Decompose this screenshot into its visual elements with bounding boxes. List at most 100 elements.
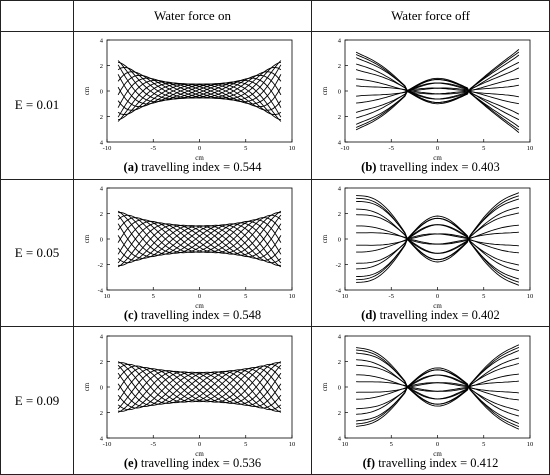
wave-snapshot-line: [356, 381, 519, 394]
caption-f: (f) travelling index = 0.412: [312, 456, 549, 471]
caption-c-text: travelling index = 0.548: [137, 307, 262, 322]
x-tick-label: 0: [198, 293, 201, 300]
caption-a-letter: (a): [123, 160, 139, 175]
x-tick-label: 5: [482, 441, 485, 448]
wave-snapshot-line: [117, 219, 282, 253]
wave-snapshot-line: [355, 79, 520, 128]
y-tick-label: 0: [338, 384, 341, 391]
y-tick-label: 2: [338, 410, 341, 417]
wave-snapshot-line: [117, 60, 282, 121]
wave-snapshot-line: [355, 51, 520, 104]
caption-d-letter: (d): [361, 307, 377, 322]
wave-snapshot-line: [355, 82, 520, 115]
wave-snapshot-line: [356, 217, 520, 283]
wave-snapshot-line: [356, 224, 519, 272]
y-tick-label: -4: [336, 287, 342, 294]
y-tick-label: 4: [100, 435, 104, 442]
x-tick-label: 10: [527, 441, 534, 448]
y-tick-label: 4: [338, 140, 342, 147]
wave-snapshot-line: [117, 217, 282, 255]
wave-snapshot-line: [117, 371, 282, 407]
x-tick-label: -5: [389, 145, 394, 152]
wave-snapshot-line: [356, 373, 519, 392]
y-tick-label: 4: [338, 435, 342, 442]
x-axis-label: cm: [195, 302, 204, 310]
caption-b-text: travelling index = 0.403: [376, 160, 500, 175]
x-tick-label: 0: [436, 441, 439, 448]
wave-snapshot-line: [117, 214, 282, 264]
wave-snapshot-line: [356, 362, 520, 400]
wave-snapshot-line: [117, 371, 282, 409]
y-tick-label: 2: [100, 211, 103, 218]
wave-snapshot-line: [117, 71, 282, 109]
x-tick-label: -10: [341, 145, 350, 152]
x-tick-label: -5: [151, 441, 156, 448]
wave-snapshot-line: [117, 214, 282, 264]
x-axis-label: cm: [433, 450, 442, 458]
plot-frame: [344, 39, 531, 143]
y-tick-label: 4: [100, 140, 104, 147]
row-label: E = 0.01: [0, 31, 74, 180]
y-tick-label: 0: [100, 236, 103, 243]
y-tick-label: 2: [338, 63, 341, 70]
wave-snapshot-line: [117, 363, 282, 409]
y-tick-label: 2: [338, 211, 341, 218]
row-label: E = 0.05: [0, 178, 74, 328]
x-tick-label: 5: [482, 145, 485, 152]
wave-snapshot-line: [356, 367, 520, 430]
wave-snapshot-line: [356, 87, 519, 105]
plot-frame: [106, 187, 293, 291]
y-axis-label: cm: [83, 87, 91, 96]
wave-snapshot-line: [355, 62, 520, 100]
x-tick-label: 10: [342, 441, 349, 448]
wave-snapshot-line: [356, 195, 520, 261]
caption-f-letter: (f): [362, 455, 376, 470]
y-axis-label: cm: [321, 87, 329, 96]
wave-snapshot-line: [117, 75, 282, 99]
plot-frame: [106, 39, 293, 143]
y-tick-label: 4: [100, 333, 104, 340]
y-tick-label: 4: [338, 333, 342, 340]
y-tick-label: 4: [100, 185, 104, 192]
wave-snapshot-line: [356, 233, 519, 254]
wave-snapshot-line: [356, 78, 519, 95]
caption-c: (c) travelling index = 0.548: [74, 308, 311, 323]
y-tick-label: 2: [338, 359, 341, 366]
wave-snapshot-line: [356, 85, 519, 95]
x-tick-label: -5: [151, 145, 156, 152]
wave-snapshot-line: [118, 212, 282, 268]
y-tick-label: 4: [338, 38, 342, 45]
x-tick-label: 5: [244, 441, 247, 448]
x-tick-label: 10: [527, 293, 534, 300]
y-axis-label: cm: [321, 234, 329, 243]
wave-snapshot-line: [356, 88, 519, 98]
y-tick-label: 2: [100, 359, 103, 366]
header-row: Water force on Water force off: [0, 0, 550, 32]
caption-b-letter: (b): [361, 160, 377, 175]
wave-snapshot-line: [356, 233, 519, 247]
x-tick-label: 5: [244, 293, 247, 300]
y-tick-label: 0: [338, 236, 341, 243]
x-axis-label: cm: [433, 302, 442, 310]
wave-snapshot-line: [117, 223, 282, 261]
y-tick-label: 2: [100, 410, 103, 417]
y-tick-label: 0: [100, 384, 103, 391]
y-tick-label: 4: [100, 38, 104, 45]
x-tick-label: 0: [436, 145, 439, 152]
wave-snapshot-line: [356, 357, 520, 400]
caption-b: (b) travelling index = 0.403: [312, 160, 549, 175]
x-axis-label: cm: [195, 450, 204, 458]
y-tick-label: -4: [98, 287, 104, 294]
